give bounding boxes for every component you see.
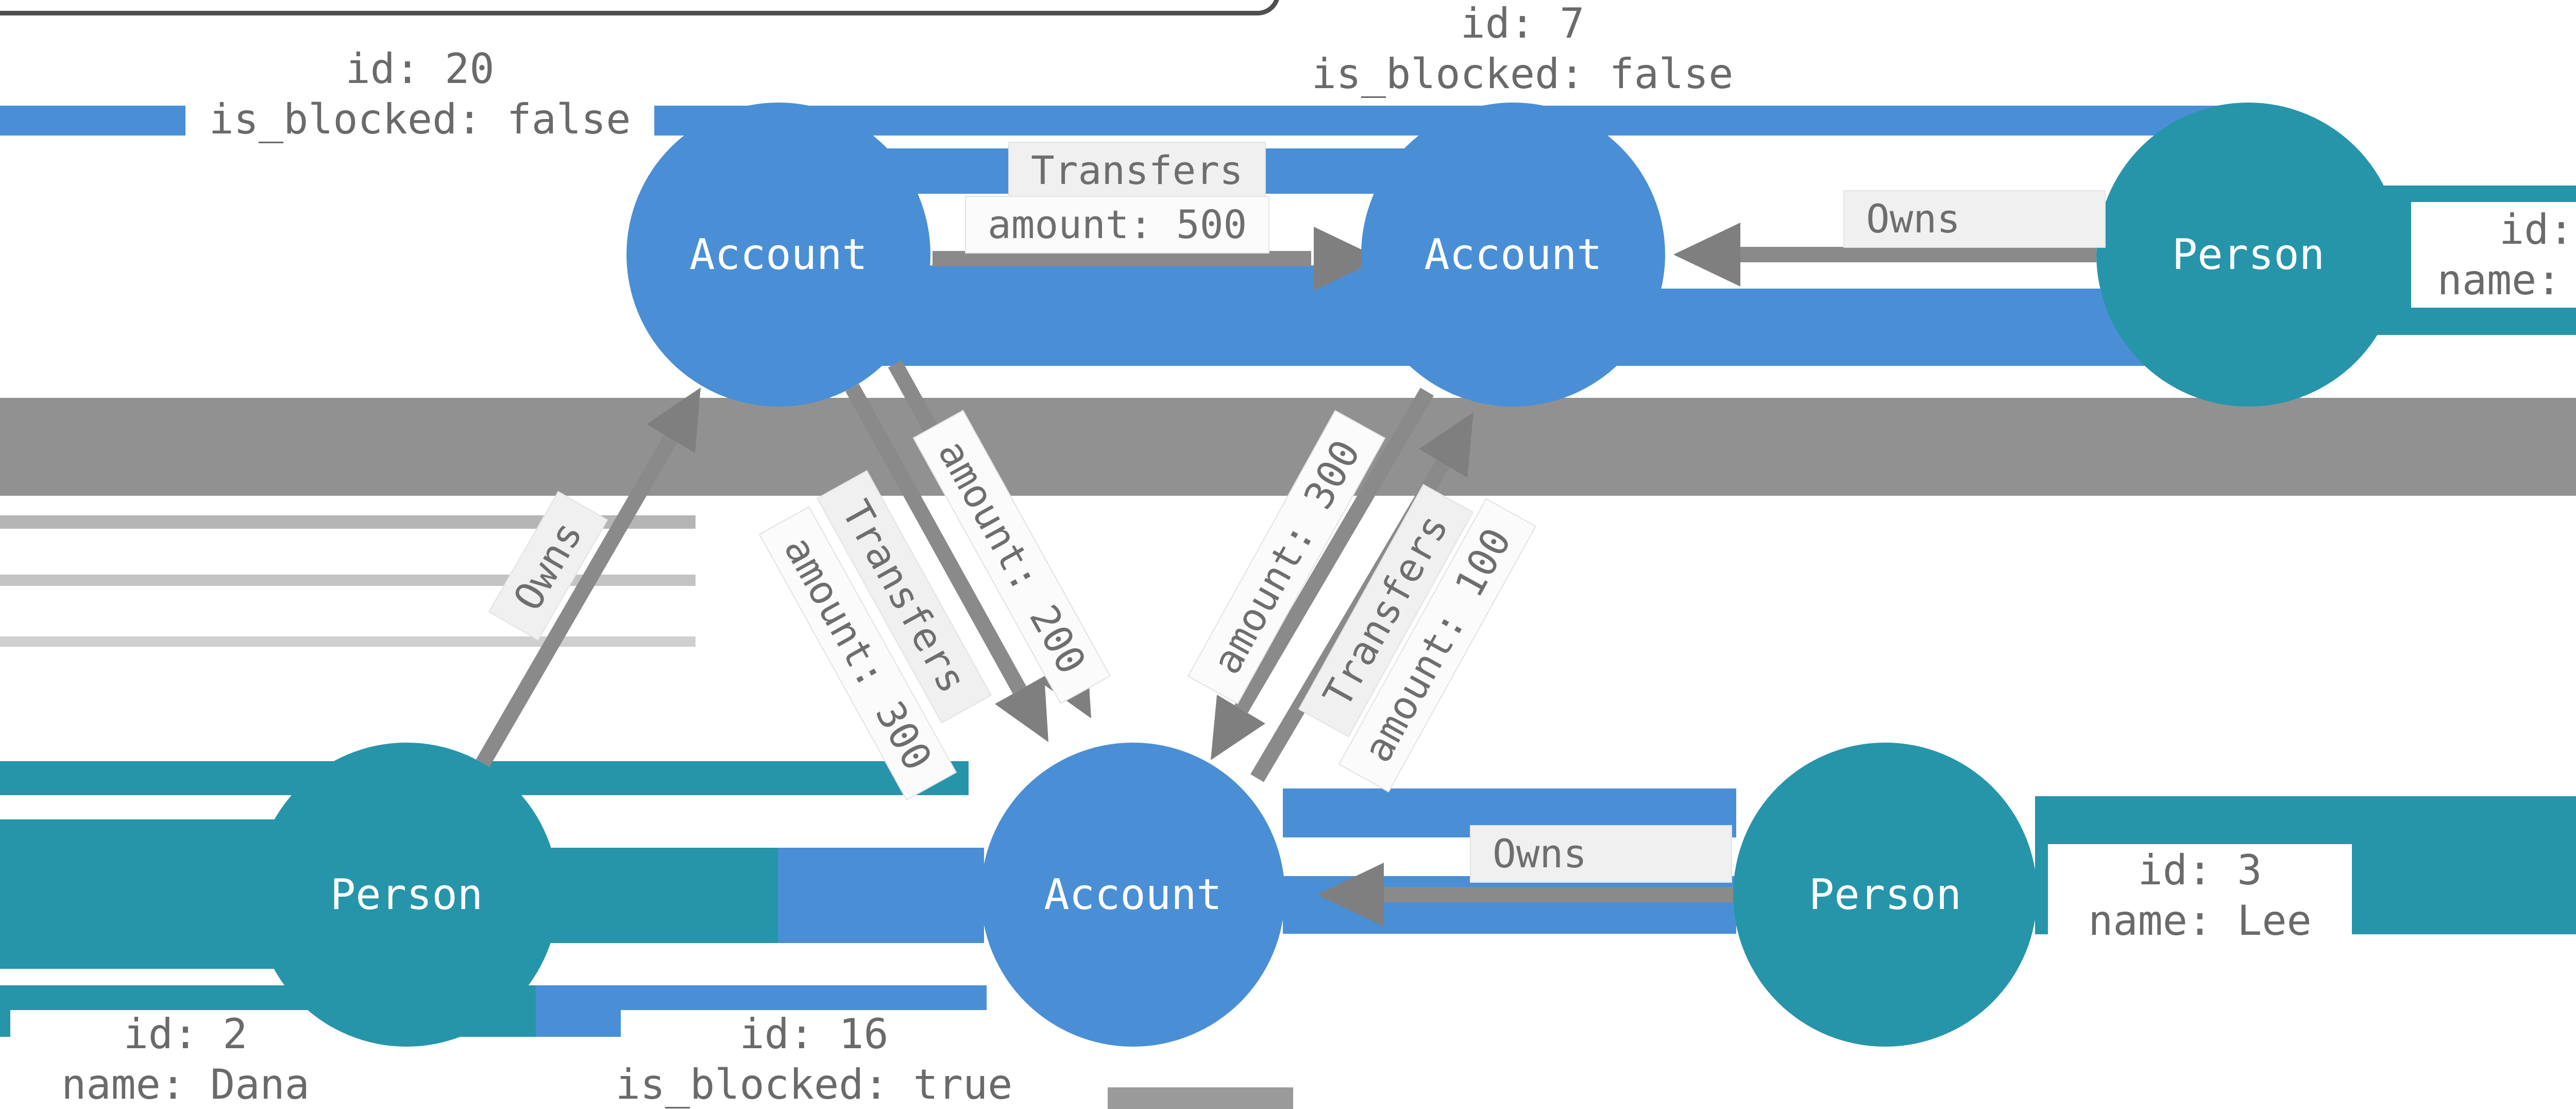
node-account-20[interactable]: Account (626, 103, 930, 407)
node-properties-person-2: id: 2 name: Dana (10, 1010, 361, 1109)
streak-band-gray (0, 636, 696, 647)
arrowhead-transfers-300-right (1211, 695, 1265, 760)
node-properties-account-16: id: 16 is_blocked: true (616, 1010, 1012, 1109)
property-line: id: 2 (123, 1010, 248, 1058)
property-line: id: 20 (345, 44, 495, 93)
node-label: Account (1424, 230, 1602, 279)
property-line: id: 16 (739, 1010, 889, 1058)
node-label: Account (689, 230, 868, 279)
node-label: Person (1808, 870, 1962, 919)
arrowhead-owns-top (1673, 223, 1740, 287)
edge-label-transfers-500[interactable]: Transfers (1008, 142, 1266, 199)
property-line: is_blocked: false (209, 95, 631, 143)
streak-band-gray-main (0, 398, 2576, 496)
property-line: id: 3 (2138, 846, 2262, 894)
edge-label-owns-diagonal[interactable]: Owns (488, 491, 608, 641)
property-line: name: Alex (2437, 256, 2562, 304)
node-properties-person-1: id: 1 name: Alex (2411, 202, 2576, 308)
property-line: id: 7 (1460, 0, 1585, 47)
streak-band-blue (778, 848, 984, 943)
node-person-1[interactable]: Person (2096, 103, 2400, 407)
edge-label-transfers-500-amount[interactable]: amount: 500 (965, 196, 1270, 254)
cropped-border-artifact (0, 0, 1280, 15)
node-label: Account (1044, 870, 1222, 919)
node-label: Person (2172, 230, 2325, 279)
property-line: is_blocked: false (1311, 50, 1734, 98)
edge-label-owns-bottom[interactable]: Owns (1470, 825, 1733, 883)
property-line: name: Lee (2088, 897, 2312, 945)
property-line: is_blocked: true (615, 1061, 1013, 1108)
node-person-2[interactable]: Person (255, 743, 558, 1047)
edge-label-owns-top[interactable]: Owns (1843, 190, 2106, 248)
node-label: Person (330, 870, 483, 919)
node-person-3[interactable]: Person (1733, 743, 2037, 1047)
property-line: name: Dana (61, 1061, 310, 1108)
streak-band-blue (1515, 106, 2251, 136)
node-properties-person-3: id: 3 name: Lee (2048, 844, 2352, 947)
node-properties-account-7: id: 7 is_blocked: false (1283, 0, 1762, 98)
streak-band-blue (1283, 876, 1736, 934)
streak-band-gray (0, 575, 696, 586)
property-line: id: 1 (2499, 205, 2574, 254)
arrowhead-transfers-300-left (995, 676, 1048, 742)
node-account-16[interactable]: Account (981, 743, 1285, 1047)
streak-band-gray (1108, 1087, 1293, 1109)
node-account-7[interactable]: Account (1361, 103, 1665, 407)
node-properties-account-20: id: 20 is_blocked: false (185, 36, 654, 152)
